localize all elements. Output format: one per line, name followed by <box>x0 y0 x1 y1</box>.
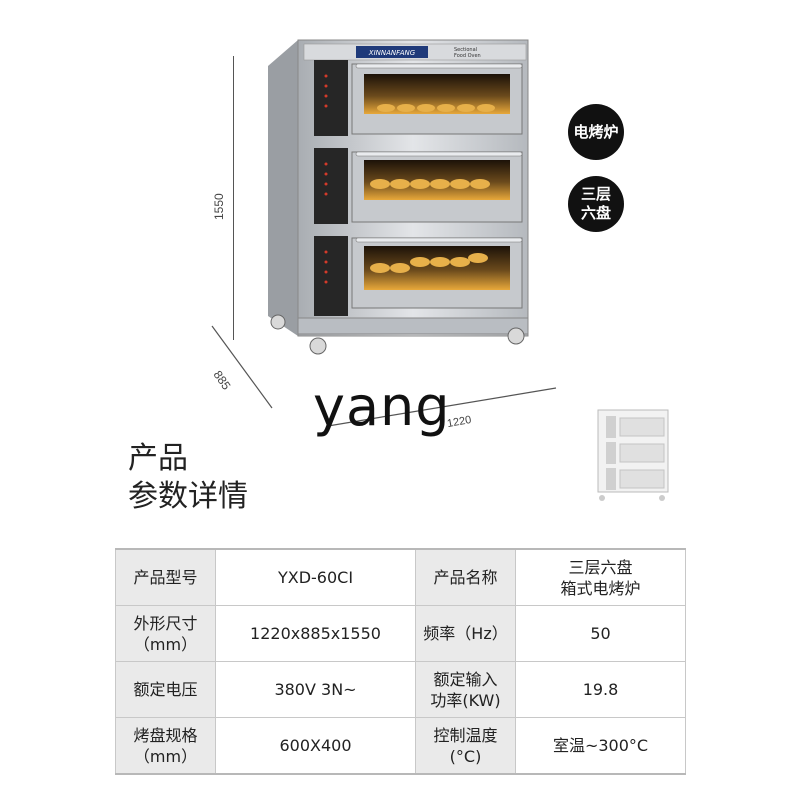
height-dimension-line <box>233 56 234 340</box>
spec-value: 380V 3N~ <box>215 661 416 718</box>
badge-three-layer-six-tray: 三层 六盘 <box>568 176 624 232</box>
brand-watermark: yang <box>313 375 451 438</box>
svg-text:Sectional: Sectional <box>454 47 477 53</box>
oven-image: XINNANFANG Sectional Food Oven <box>268 39 529 355</box>
spec-value: YXD-60CI <box>215 548 416 606</box>
section-title: 产品 参数详情 <box>128 440 248 516</box>
spec-label: 频率（Hz） <box>415 605 516 662</box>
spec-label: 外形尺寸 （mm） <box>115 605 216 662</box>
spec-value: 50 <box>515 605 686 662</box>
spec-label: 产品型号 <box>115 548 216 606</box>
width-dimension-line <box>327 387 557 427</box>
section-title-line-2: 参数详情 <box>128 479 248 514</box>
spec-label: 额定电压 <box>115 661 216 718</box>
spec-value: 600X400 <box>215 717 416 775</box>
section-title-line-1: 产品 <box>128 441 188 476</box>
spec-label: 烤盘规格 （mm） <box>115 717 216 775</box>
spec-value: 1220x885x1550 <box>215 605 416 662</box>
depth-dimension-line <box>211 325 273 409</box>
oven-thumbnail <box>597 409 669 501</box>
spec-label: 产品名称 <box>415 548 516 606</box>
spec-value: 室温~300°C <box>515 717 686 775</box>
height-dimension-label: 1550 <box>212 193 226 220</box>
spec-value: 三层六盘 箱式电烤炉 <box>515 548 686 606</box>
svg-text:Food Oven: Food Oven <box>454 53 481 59</box>
spec-label: 额定输入 功率(KW) <box>415 661 516 718</box>
svg-text:XINNANFANG: XINNANFANG <box>368 49 416 57</box>
spec-label: 控制温度 (°C) <box>415 717 516 775</box>
spec-value: 19.8 <box>515 661 686 718</box>
badge-electric-oven: 电烤炉 <box>568 104 624 160</box>
